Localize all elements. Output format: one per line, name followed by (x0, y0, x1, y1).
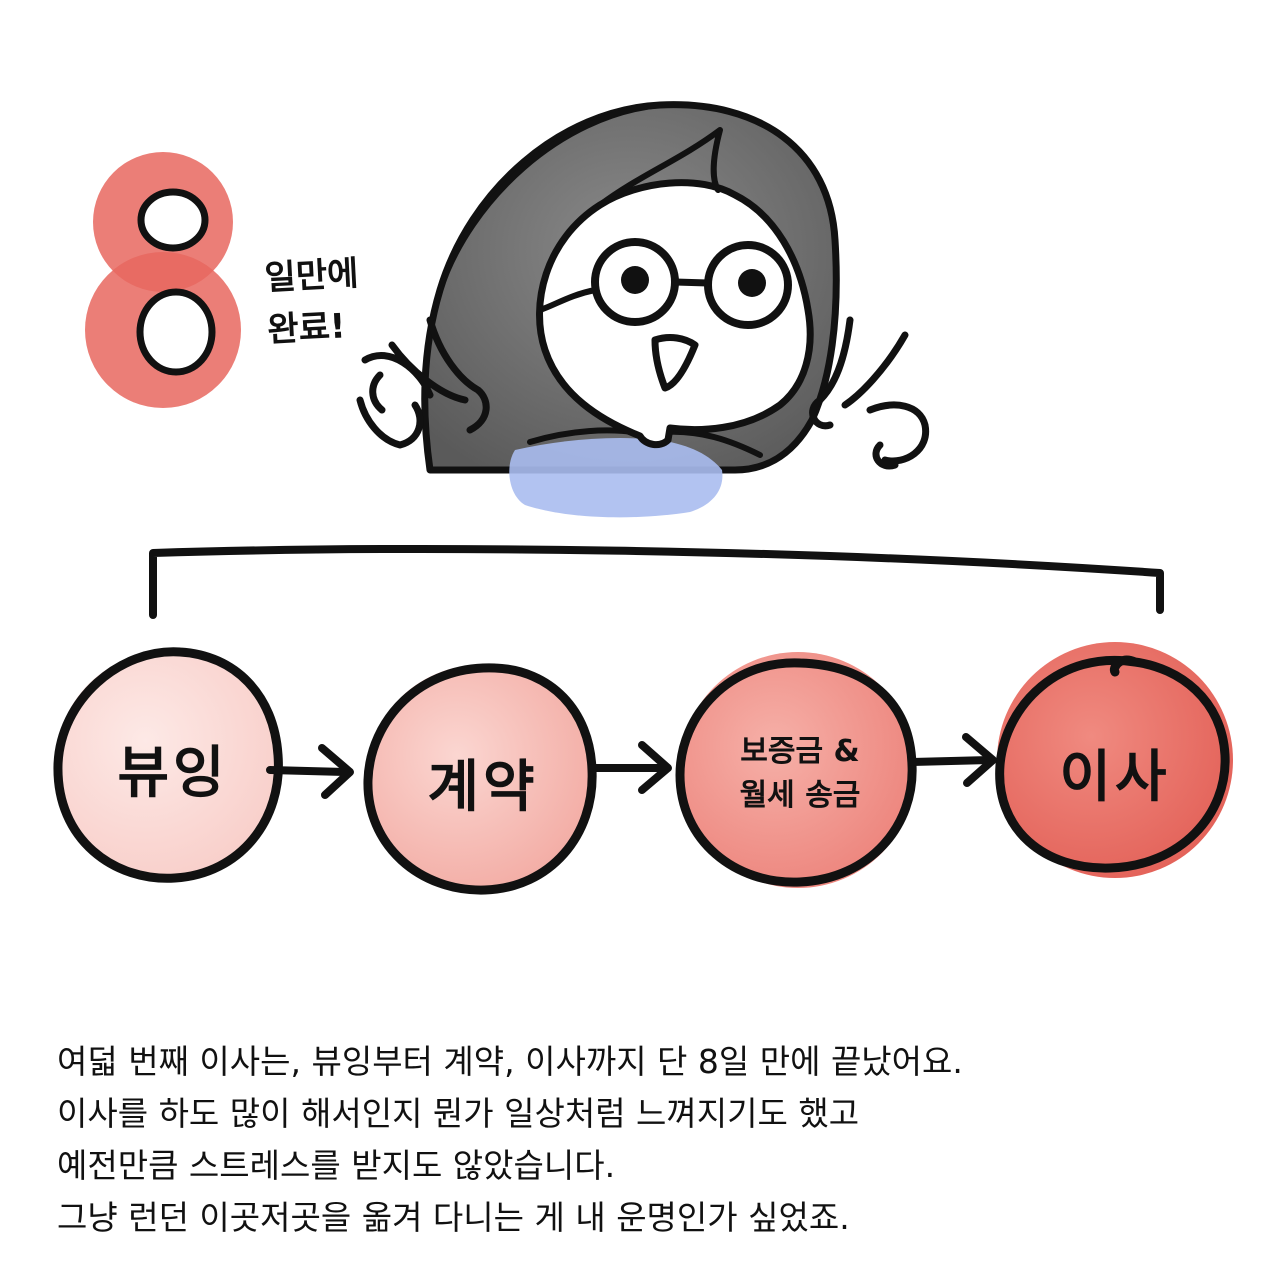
step-label-move: 이사 (1059, 745, 1171, 810)
step-label-payment-line2: 월세 송금 (739, 778, 861, 813)
caption-line: 여덟 번째 이사는, 뷰잉부터 계약, 이사까지 단 8일 만에 끝났어요. (57, 1042, 963, 1081)
badge-note: 일만에 완료! (263, 248, 362, 357)
right-pupil (738, 269, 766, 297)
step-4 (995, 642, 1233, 878)
right-hand-icon (809, 316, 930, 470)
day-count-badge: 8 (85, 152, 241, 408)
step-3 (675, 652, 917, 888)
caption-line: 그냥 런던 이곳저곳을 옮겨 다니는 게 내 운명인가 싶었죠. (57, 1198, 850, 1237)
arrow-icon-1 (266, 744, 354, 799)
caption-line: 예전만큼 스트레스를 받지도 않았습니다. (57, 1146, 616, 1185)
badge-note-line1: 일만에 (263, 253, 360, 299)
arrow-icon-3 (908, 733, 997, 787)
bangs (597, 127, 723, 208)
left-hand-icon (356, 316, 490, 449)
step-2 (363, 663, 597, 895)
glasses-temple (537, 287, 598, 313)
glasses-bridge (671, 278, 712, 287)
caption-text: 여덟 번째 이사는, 뷰잉부터 계약, 이사까지 단 8일 만에 끝났어요. 이… (57, 1036, 1237, 1244)
badge-note-line2: 완료! (266, 306, 347, 351)
step-label-contract: 계약 (427, 755, 539, 820)
shirt (509, 438, 723, 518)
step-label-payment-line1: 보증금 & (740, 734, 860, 769)
step-label-viewing: 뷰잉 (117, 741, 229, 806)
step-1 (53, 647, 283, 883)
arrow-icon-2 (588, 741, 672, 794)
step-label-payment: 보증금 & 월세 송금 (700, 730, 900, 818)
hair-strand (437, 102, 663, 293)
caption-line: 이사를 하도 많이 해서인지 뭔가 일상처럼 느껴지기도 했고 (57, 1094, 860, 1133)
mouth (651, 334, 699, 392)
left-pupil (621, 266, 649, 294)
bracket (149, 545, 1164, 619)
